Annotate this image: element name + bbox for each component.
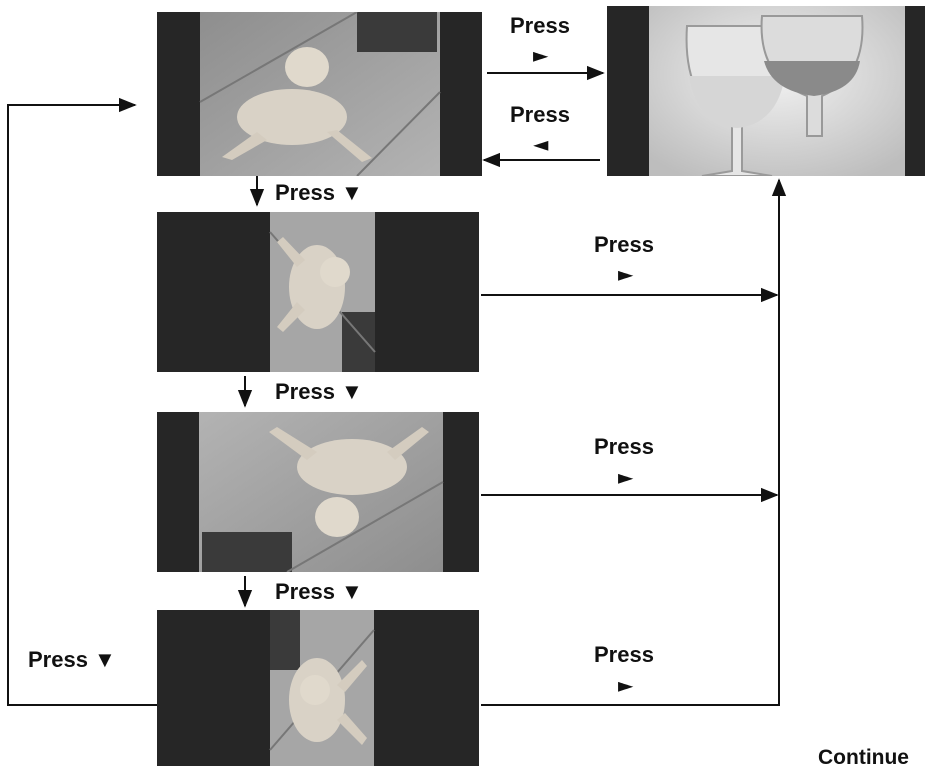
label-press-left-top: Press — [510, 102, 570, 127]
dog-photo-rot180 — [199, 412, 444, 572]
dog-photo-rot90 — [269, 212, 376, 372]
wine-photo — [649, 6, 905, 176]
label-press-down-loop: Press ▼ — [28, 647, 116, 672]
label-press-down-2: Press ▼ — [275, 379, 363, 404]
image-dog-original — [157, 12, 482, 176]
line-r4 — [481, 265, 780, 706]
right-triangle-icon: ► — [618, 673, 634, 697]
right-triangle-icon: ► — [618, 465, 634, 489]
dog-photo — [199, 12, 441, 176]
image-dog-rotated-270 — [157, 610, 479, 766]
image-wine-glasses — [607, 6, 925, 176]
label-press-right-top: Press — [510, 13, 570, 38]
continue-label: Continue — [818, 746, 909, 769]
right-triangle-icon: ► — [533, 43, 549, 67]
right-triangle-icon: ► — [618, 262, 634, 286]
label-press-right-2: Press — [594, 232, 654, 257]
label-press-down-1: Press ▼ — [275, 180, 363, 205]
image-dog-rotated-90 — [157, 212, 479, 372]
label-press-down-3: Press ▼ — [275, 579, 363, 604]
left-triangle-icon: ◄ — [533, 132, 549, 156]
image-dog-rotated-180 — [157, 412, 479, 572]
label-press-right-3: Press — [594, 434, 654, 459]
loop-back — [7, 97, 157, 706]
dog-photo-rot270 — [269, 610, 375, 766]
label-press-right-4: Press — [594, 642, 654, 667]
